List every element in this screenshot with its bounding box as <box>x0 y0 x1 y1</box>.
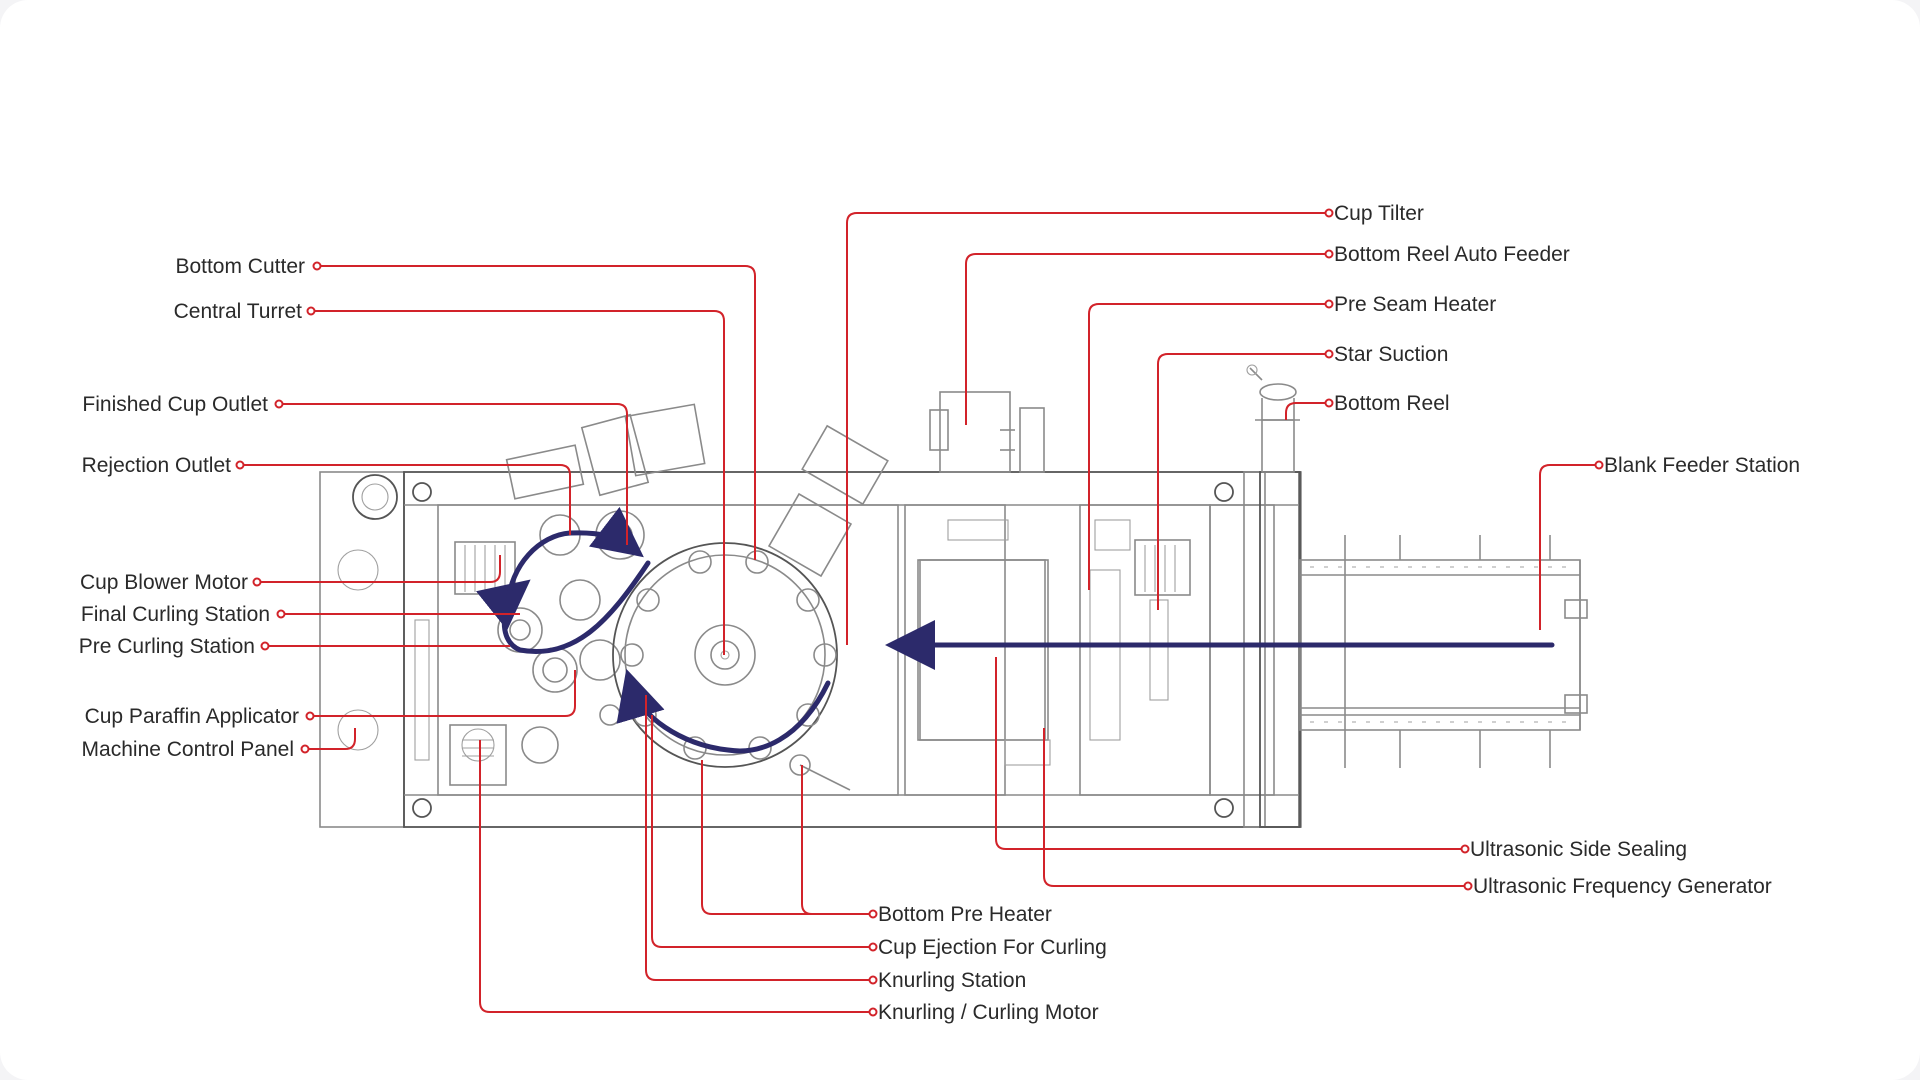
leader-ultrasonic-frequency-generator <box>1043 728 1468 887</box>
label-machine-control-panel: Machine Control Panel <box>82 738 294 761</box>
flow-arrow-finished-out <box>505 506 644 608</box>
label-finished-cup-outlet: Finished Cup Outlet <box>82 393 268 416</box>
knurling-motor-body <box>449 724 507 786</box>
leader-ultrasonic-side-sealing <box>995 657 1465 850</box>
leader-knurling-station <box>645 695 873 981</box>
leader-machine-control-panel <box>305 728 356 750</box>
leader-finished-cup-outlet <box>279 403 628 545</box>
label-cup-ejection-for-curling: Cup Ejection For Curling <box>878 936 1107 959</box>
label-knurling-station: Knurling Station <box>878 969 1026 992</box>
label-knurling-curling-motor: Knurling / Curling Motor <box>878 1001 1099 1024</box>
labels-bottom: Bottom Pre Heater Cup Ejection For Curli… <box>878 903 1107 1024</box>
fixing-wheel <box>352 474 398 520</box>
labels-left: Bottom Cutter Central Turret Finished Cu… <box>79 255 305 761</box>
process-flow-arrows <box>475 506 1555 754</box>
flow-arrow-turret-transfer <box>616 668 831 754</box>
top-modules <box>505 391 1045 578</box>
leader-cup-paraffin-applicator <box>310 670 576 717</box>
leader-blank-feeder-station <box>1539 464 1599 630</box>
label-ultrasonic-side-sealing: Ultrasonic Side Sealing <box>1470 838 1687 861</box>
label-star-suction: Star Suction <box>1334 343 1448 366</box>
leader-bottom-pre-heater <box>701 760 873 915</box>
leader-cup-ejection-for-curling <box>651 715 873 948</box>
label-bottom-cutter: Bottom Cutter <box>175 255 305 278</box>
machine-drawing <box>319 364 1588 828</box>
leader-pre-seam-heater <box>1088 303 1329 590</box>
flow-arrow-curling <box>475 560 651 654</box>
leader-bottom-reel-auto-feeder <box>965 253 1329 425</box>
leader-cup-tilter <box>846 212 1329 645</box>
label-central-turret: Central Turret <box>174 300 303 323</box>
leader-central-turret <box>311 310 725 655</box>
leader-lines <box>240 212 1599 1013</box>
label-rejection-outlet: Rejection Outlet <box>82 454 232 477</box>
label-ultrasonic-frequency-generator: Ultrasonic Frequency Generator <box>1473 875 1772 898</box>
left-side-panel <box>319 471 405 828</box>
leader-dots <box>235 208 1604 1017</box>
leader-bottom-reel <box>1285 402 1329 420</box>
label-cup-paraffin-applicator: Cup Paraffin Applicator <box>85 705 299 728</box>
leader-star-suction <box>1157 353 1329 610</box>
label-bottom-reel: Bottom Reel <box>1334 392 1450 415</box>
label-cup-blower-motor: Cup Blower Motor <box>80 571 248 594</box>
blank-feeder-conveyor <box>1299 535 1588 768</box>
leader-cup-blower-motor <box>257 555 501 583</box>
label-bottom-reel-auto-feeder: Bottom Reel Auto Feeder <box>1334 243 1570 266</box>
label-cup-tilter: Cup Tilter <box>1334 202 1424 225</box>
left-rollers <box>497 510 645 764</box>
label-final-curling-station: Final Curling Station <box>81 603 270 626</box>
labels-right: Cup Tilter Bottom Reel Auto Feeder Pre S… <box>1334 202 1800 898</box>
leader-knurling-curling-motor <box>479 740 873 1013</box>
label-blank-feeder-station: Blank Feeder Station <box>1604 454 1800 477</box>
leader-bottom-cutter <box>317 265 756 560</box>
leader-rejection-outlet <box>240 464 571 535</box>
label-pre-seam-heater: Pre Seam Heater <box>1334 293 1496 316</box>
label-bottom-pre-heater: Bottom Pre Heater <box>878 903 1052 926</box>
label-pre-curling-station: Pre Curling Station <box>79 635 255 658</box>
